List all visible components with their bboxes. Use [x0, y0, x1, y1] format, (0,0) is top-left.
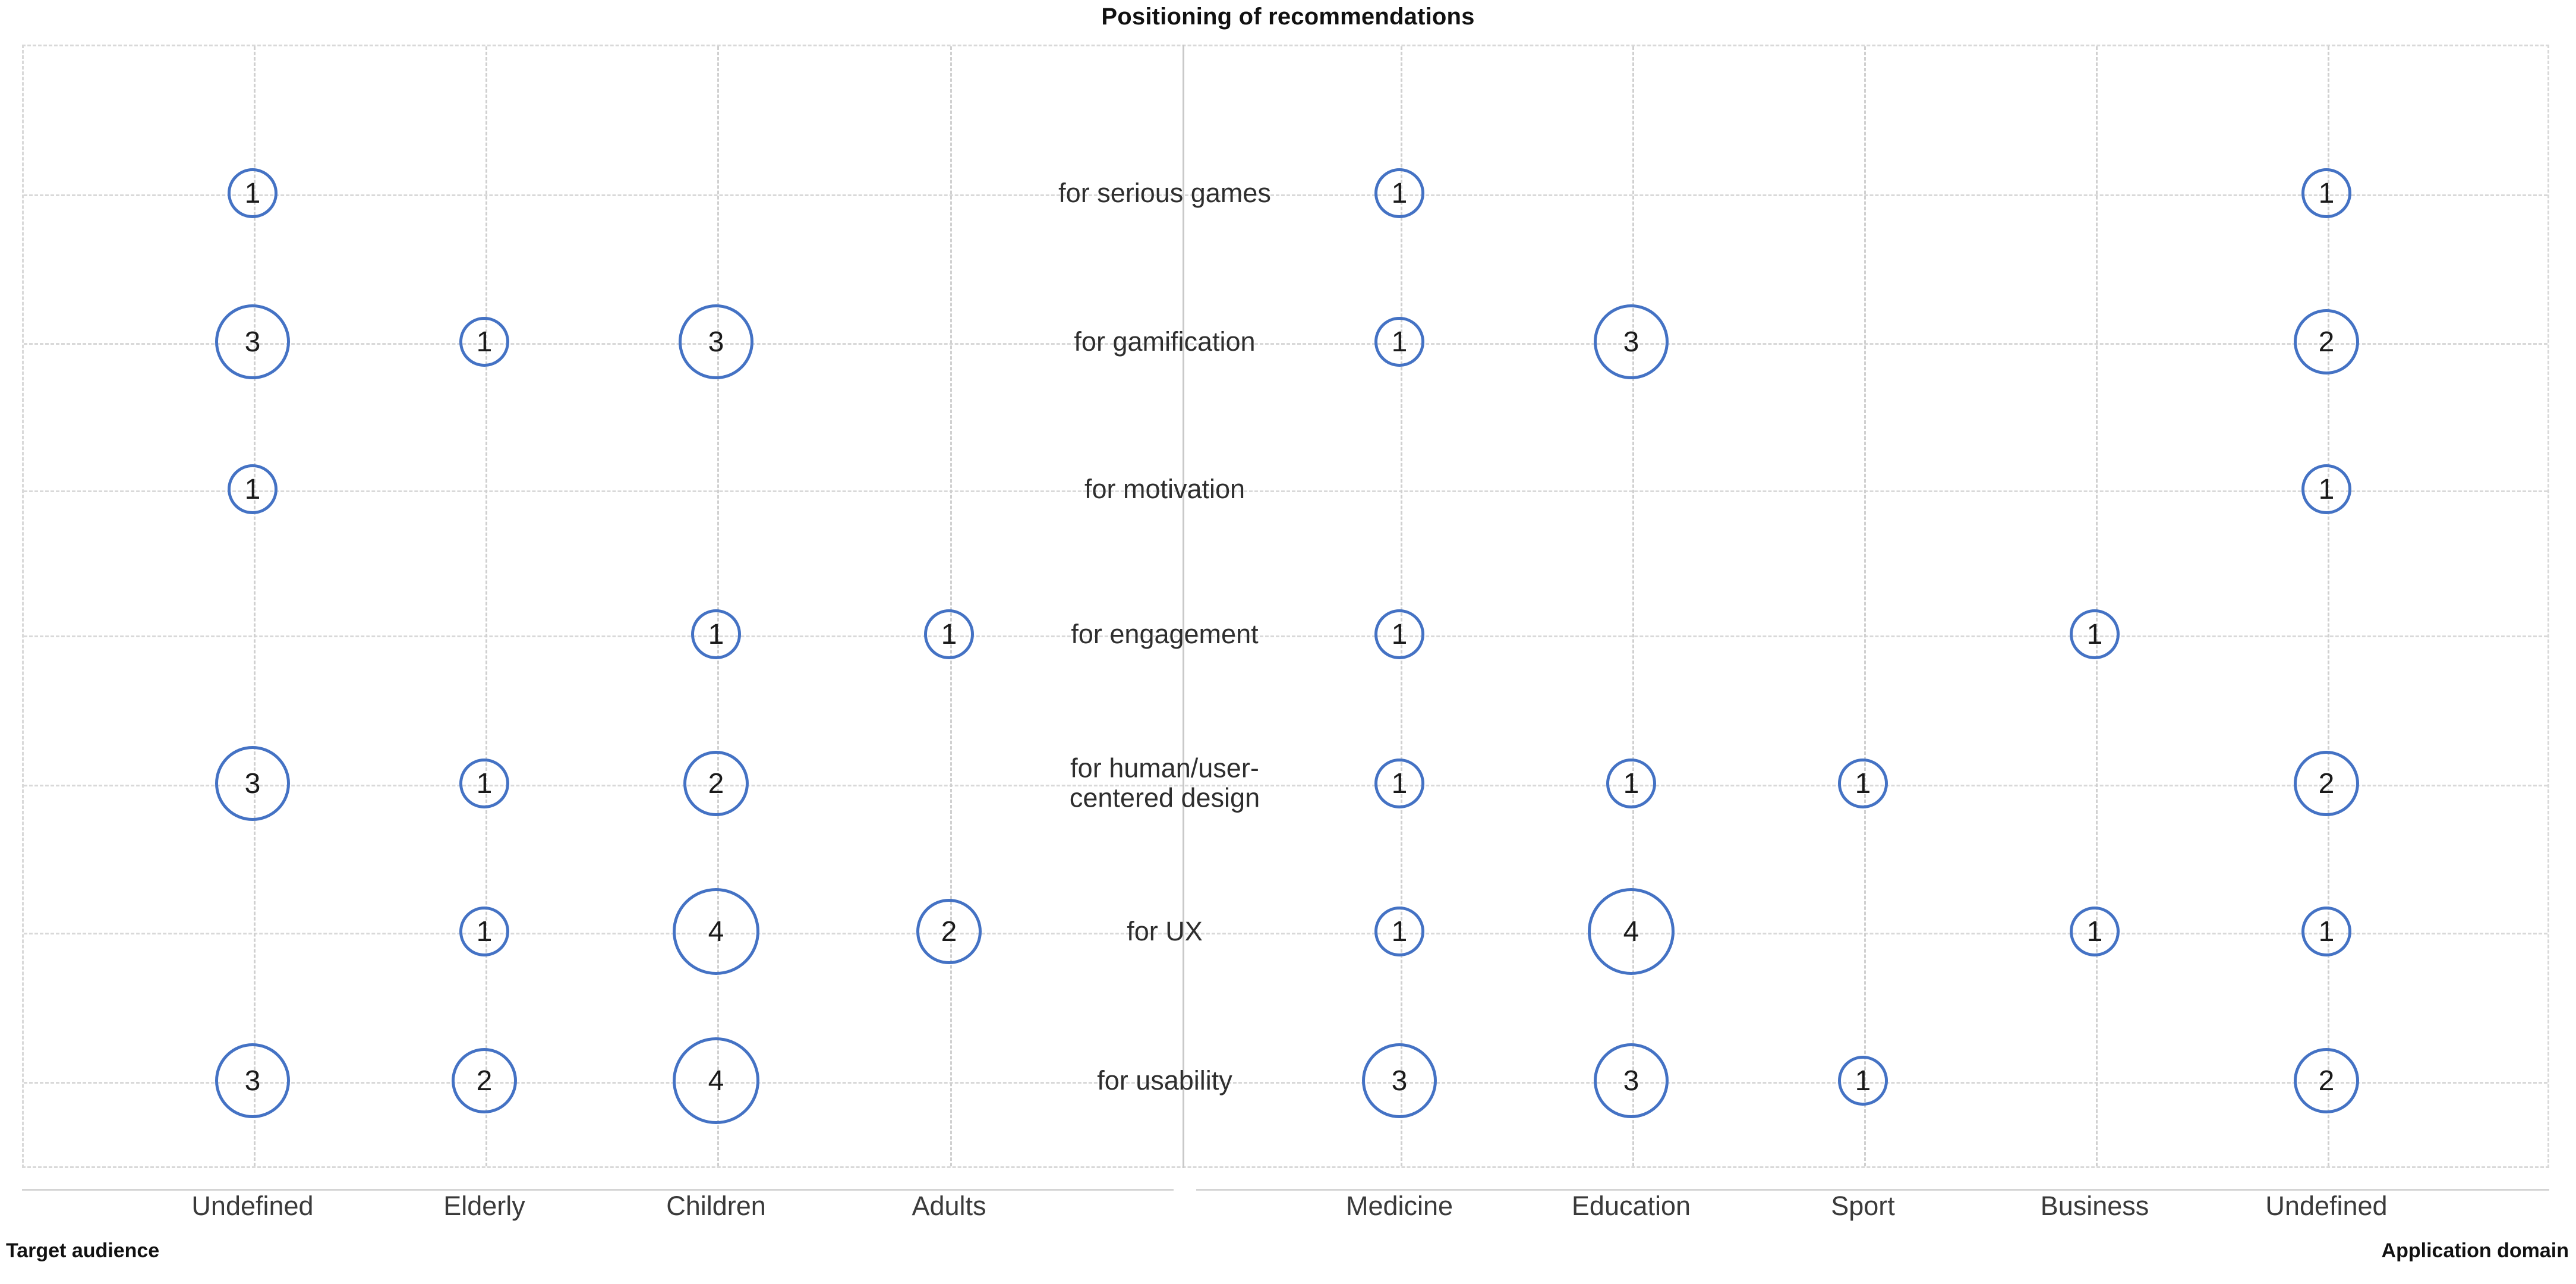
x-tick-right-2: Sport	[1831, 1191, 1895, 1221]
row-label-6: for usability	[1097, 1065, 1232, 1096]
bubble-data-point[interactable]: 1	[459, 907, 509, 956]
x-tick-right-3: Business	[2040, 1191, 2149, 1221]
bubble-data-point[interactable]: 4	[1588, 888, 1675, 975]
bubble-data-point[interactable]: 1	[459, 759, 509, 808]
bubble-data-point[interactable]: 3	[215, 304, 290, 379]
x-axis-line-left	[22, 1189, 1174, 1191]
bubble-data-point[interactable]: 2	[683, 751, 749, 816]
bubble-data-point[interactable]: 3	[1594, 304, 1669, 379]
bubble-data-point[interactable]: 1	[228, 464, 278, 514]
bubble-data-point[interactable]: 1	[1374, 609, 1424, 659]
bubble-data-point[interactable]: 2	[2294, 1048, 2359, 1113]
bubble-data-point[interactable]: 1	[1374, 317, 1424, 367]
gridline-col-8	[2328, 46, 2329, 1166]
x-tick-right-0: Medicine	[1345, 1191, 1453, 1221]
bubble-data-point[interactable]: 1	[228, 168, 278, 218]
gridline-col-7	[2096, 46, 2098, 1166]
gridline-col-6	[1864, 46, 1866, 1166]
gridline-col-3	[950, 46, 952, 1166]
gridline-col-4	[1401, 46, 1402, 1166]
bubble-data-point[interactable]: 1	[1838, 1056, 1888, 1106]
gridline-col-5	[1632, 46, 1634, 1166]
gridline-row-2	[24, 490, 2547, 492]
row-label-0: for serious games	[1058, 177, 1271, 208]
gridline-row-6	[24, 1082, 2547, 1084]
gridline-row-5	[24, 933, 2547, 934]
bubble-data-point[interactable]: 1	[459, 317, 509, 367]
bubble-data-point[interactable]: 1	[1374, 759, 1424, 808]
gridline-col-2	[717, 46, 719, 1166]
bubble-data-point[interactable]: 3	[679, 304, 753, 379]
bubble-data-point[interactable]: 1	[924, 609, 974, 659]
bubble-data-point[interactable]: 2	[2294, 751, 2359, 816]
x-tick-left-2: Children	[666, 1191, 766, 1221]
bubble-data-point[interactable]: 1	[2070, 907, 2120, 956]
x-tick-right-1: Education	[1571, 1191, 1691, 1221]
bubble-data-point[interactable]: 1	[1838, 759, 1888, 808]
gridline-col-1	[485, 46, 487, 1166]
bubble-data-point[interactable]: 1	[2301, 168, 2351, 218]
bubble-data-point[interactable]: 3	[1362, 1043, 1437, 1118]
row-label-2: for motivation	[1084, 473, 1246, 504]
bubble-data-point[interactable]: 2	[452, 1048, 517, 1113]
bubble-data-point[interactable]: 1	[1374, 168, 1424, 218]
row-label-4: for human/user- centered design	[1069, 753, 1260, 813]
bubble-data-point[interactable]: 1	[1374, 907, 1424, 956]
x-tick-left-0: Undefined	[191, 1191, 314, 1221]
bubble-data-point[interactable]: 1	[2301, 464, 2351, 514]
plot-area	[22, 45, 2549, 1168]
panel-divider	[1183, 45, 1184, 1168]
row-label-5: for UX	[1127, 915, 1203, 946]
bubble-data-point[interactable]: 3	[215, 1043, 290, 1118]
x-axis-title-left: Target audience	[6, 1239, 160, 1262]
bubble-data-point[interactable]: 1	[2070, 609, 2120, 659]
gridline-row-3	[24, 635, 2547, 637]
x-axis-line-right	[1196, 1189, 2549, 1191]
row-label-3: for engagement	[1071, 618, 1259, 649]
bubble-data-point[interactable]: 1	[1606, 759, 1656, 808]
bubble-data-point[interactable]: 3	[1594, 1043, 1669, 1118]
bubble-data-point[interactable]: 1	[2301, 907, 2351, 956]
bubble-data-point[interactable]: 2	[2294, 309, 2359, 374]
x-axis-title-right: Application domain	[2381, 1239, 2569, 1262]
row-label-1: for gamification	[1074, 326, 1256, 357]
gridline-col-0	[254, 46, 256, 1166]
bubble-data-point[interactable]: 3	[215, 746, 290, 821]
gridline-row-4	[24, 785, 2547, 786]
x-tick-left-1: Elderly	[443, 1191, 525, 1221]
gridline-row-0	[24, 194, 2547, 196]
bubble-data-point[interactable]: 4	[673, 1037, 759, 1124]
bubble-data-point[interactable]: 2	[916, 899, 982, 964]
page-title: Positioning of recommendations	[1101, 4, 1475, 30]
bubble-data-point[interactable]: 4	[673, 888, 759, 975]
x-tick-left-3: Adults	[912, 1191, 986, 1221]
gridline-row-1	[24, 343, 2547, 345]
bubble-data-point[interactable]: 1	[691, 609, 741, 659]
x-tick-right-4: Undefined	[2265, 1191, 2388, 1221]
